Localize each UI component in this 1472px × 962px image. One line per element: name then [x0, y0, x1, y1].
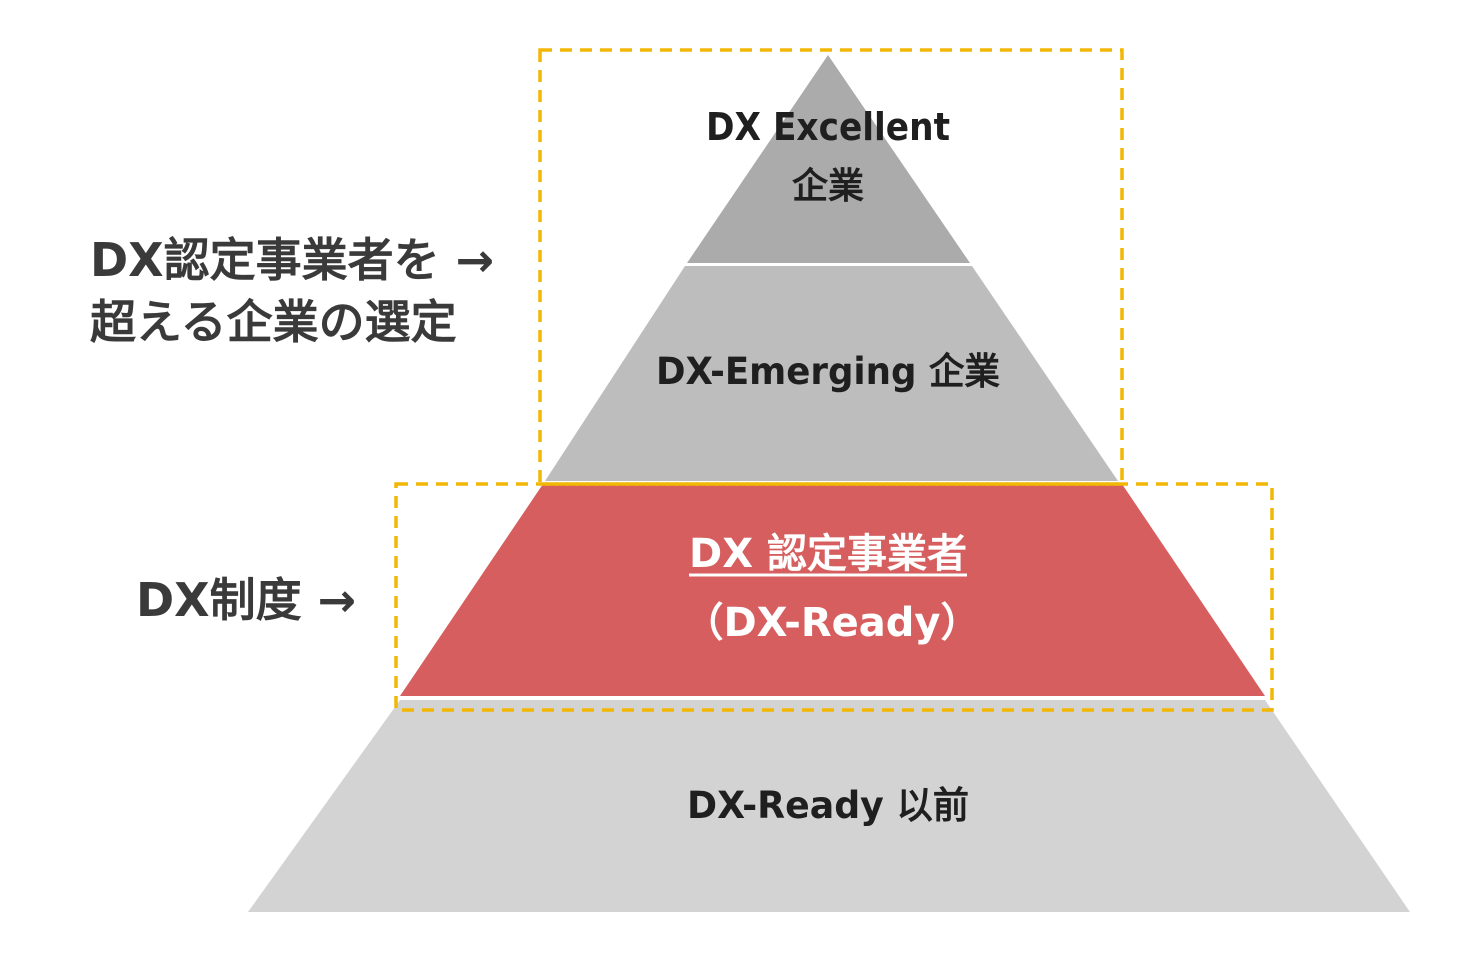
- tier-ready-label-line2: （DX-Ready）: [683, 600, 980, 646]
- highlight-box-lower: [394, 482, 1274, 712]
- side-label-upper-line1: DX認定事業者を →: [90, 233, 494, 287]
- tier-excellent: [687, 55, 970, 263]
- tier-emerging: [545, 266, 1118, 481]
- side-label-upper-line2: 超える企業の選定: [90, 295, 457, 349]
- side-label-lower: DX制度 →: [136, 573, 356, 627]
- tier-ready: [400, 484, 1265, 696]
- highlight-box-upper: [538, 48, 1124, 486]
- tier-pre-ready: [248, 700, 1410, 912]
- tier-ready-label-line1: DX 認定事業者: [689, 531, 967, 577]
- tier-emerging-label: DX-Emerging 企業: [656, 350, 1000, 393]
- tier-excellent-label-line1: DX Excellent: [706, 105, 950, 149]
- tier-pre-ready-label: DX-Ready 以前: [687, 784, 969, 827]
- tier-excellent-label-line2: 企業: [792, 165, 864, 207]
